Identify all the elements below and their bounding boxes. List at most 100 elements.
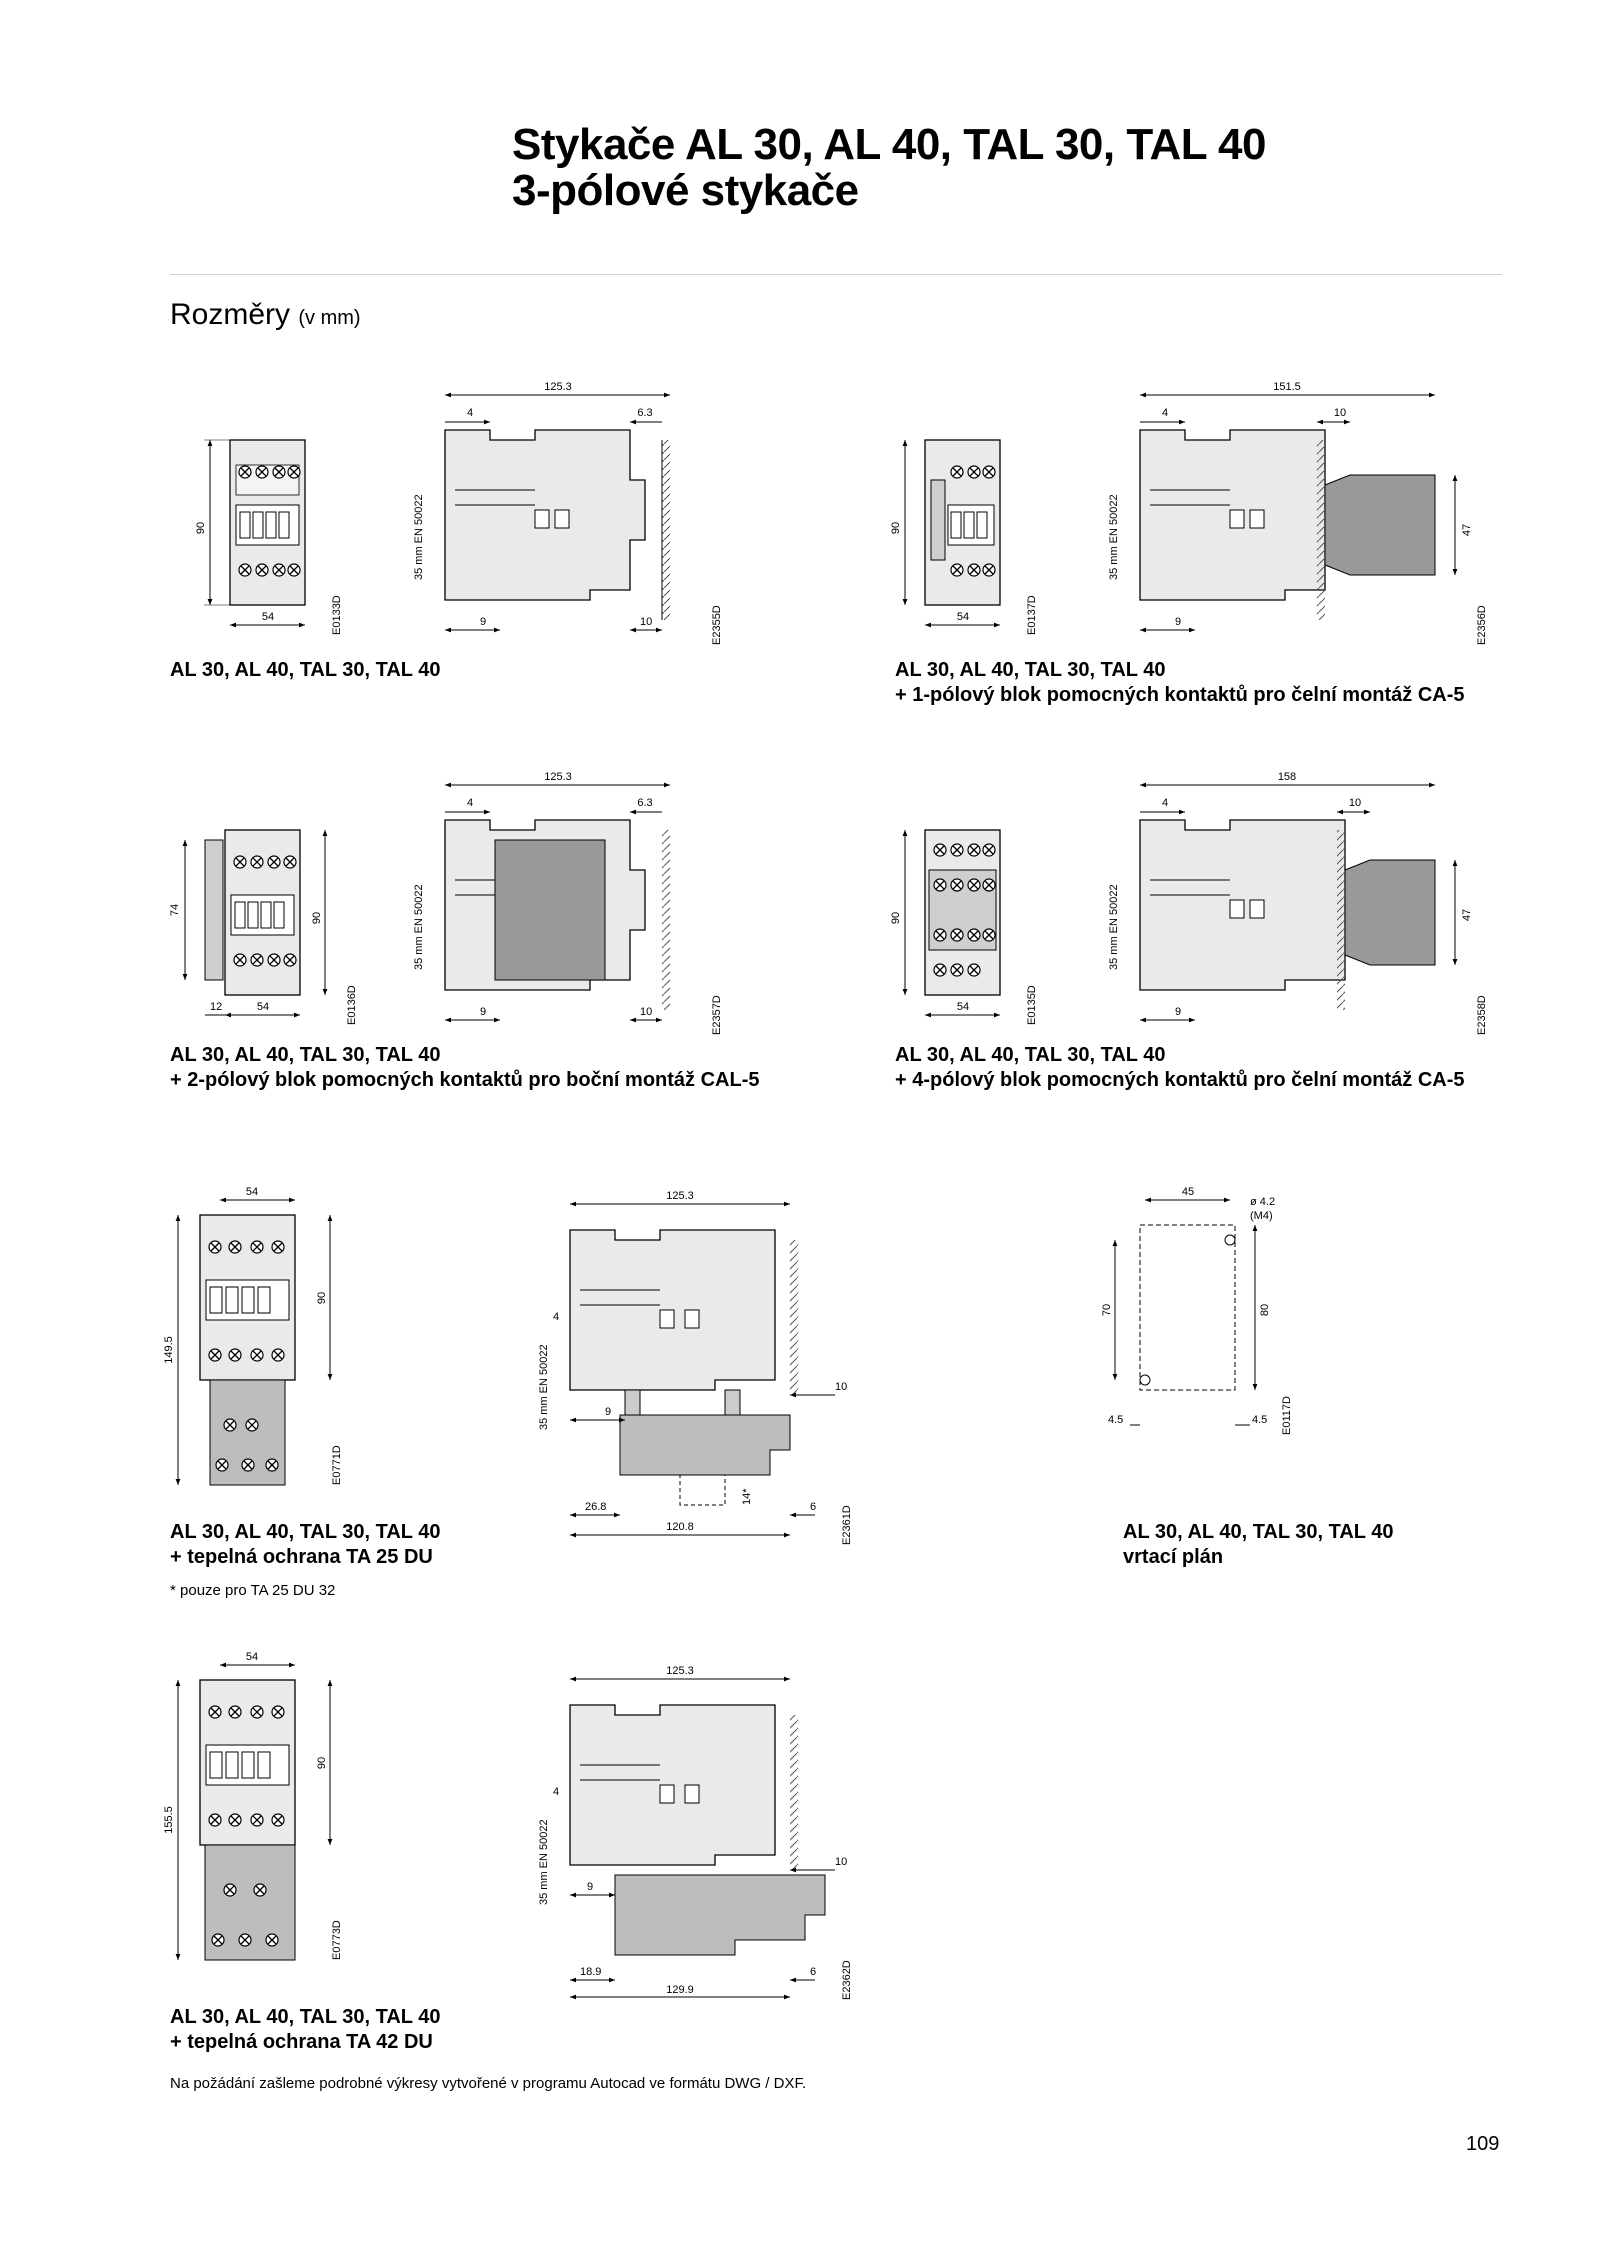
fig2-caption-line-1: AL 30, AL 40, TAL 30, TAL 40 <box>895 659 1166 681</box>
fig5-side-b: 14* <box>741 1488 753 1505</box>
fig1-side-d4: 10 <box>640 616 652 628</box>
fig7-side-code: E2362D <box>841 1960 853 2000</box>
fig3-caption: AL 30, AL 40, TAL 30, TAL 40 + 2-pólový … <box>170 1043 830 1093</box>
fig2-front-height: 90 <box>890 522 902 534</box>
fig4-side-rail: 35 mm EN 50022 <box>1108 884 1120 970</box>
fig3-front-width: 54 <box>257 1001 269 1013</box>
fig6-drilling-plan: 45 ø 4.2 (M4) 70 80 4.5 4.5 E0117D <box>1101 1186 1293 1435</box>
fig6-plan-thread: (M4) <box>1250 1210 1273 1222</box>
page-title: Stykače AL 30, AL 40, TAL 30, TAL 40 3-p… <box>512 122 1266 214</box>
fig6-plan-m1: 4.5 <box>1108 1414 1123 1426</box>
fig4-front-code: E0135D <box>1026 985 1038 1025</box>
fig4-side-d2: 10 <box>1349 797 1361 809</box>
fig3-front-view: 74 90 12 54 E0136D <box>169 829 358 1025</box>
fig7-side-a: 18.9 <box>580 1966 601 1978</box>
fig6-caption-line-1: AL 30, AL 40, TAL 30, TAL 40 <box>1123 1521 1394 1543</box>
fig2-side-rail: 35 mm EN 50022 <box>1108 494 1120 580</box>
fig4-side-d1: 4 <box>1162 797 1168 809</box>
footnote: Na požádání zašleme podrobné výkresy vyt… <box>170 2075 807 2092</box>
fig2-front-view: 90 54 E0137D <box>890 439 1038 635</box>
title-line-2: 3-pólové stykače <box>512 166 859 215</box>
fig2-caption: AL 30, AL 40, TAL 30, TAL 40 + 1-pólový … <box>895 658 1535 708</box>
fig5-front-code: E0771D <box>331 1445 343 1485</box>
fig7-side-c: 6 <box>810 1966 816 1978</box>
fig6-plan-code: E0117D <box>1281 1396 1293 1435</box>
fig5-side-c: 6 <box>810 1501 816 1513</box>
fig4-caption: AL 30, AL 40, TAL 30, TAL 40 + 4-pólový … <box>895 1043 1535 1093</box>
fig7-caption-line-1: AL 30, AL 40, TAL 30, TAL 40 <box>170 2006 441 2028</box>
fig3-side-d3: 9 <box>480 1006 486 1018</box>
fig2-side-d3: 9 <box>1175 616 1181 628</box>
fig6-plan-h1: 70 <box>1101 1304 1113 1316</box>
fig5-side-code: E2361D <box>841 1505 853 1545</box>
fig6-plan-m2: 4.5 <box>1252 1414 1267 1426</box>
fig5-front-view: 54 149.5 90 E0771D <box>163 1186 343 1486</box>
section-title: Rozměry <box>170 298 291 331</box>
fig3-front-height: 90 <box>311 912 323 924</box>
section-heading: Rozměry (v mm) <box>170 298 361 332</box>
fig1-front-view: 90 54 E0133D <box>195 439 343 635</box>
fig3-side-d4: 10 <box>640 1006 652 1018</box>
fig2-side-code: E2356D <box>1476 605 1488 645</box>
fig5-side-d3: 9 <box>605 1406 611 1418</box>
fig4-side-d4: 47 <box>1461 909 1473 921</box>
fig7-side-d3: 9 <box>587 1881 593 1893</box>
fig1-side-length: 125.3 <box>544 381 572 393</box>
fig1-side-d2: 6.3 <box>637 407 652 419</box>
fig4-caption-line-1: AL 30, AL 40, TAL 30, TAL 40 <box>895 1044 1166 1066</box>
fig7-side-rail: 35 mm EN 50022 <box>538 1819 550 1905</box>
fig5-side-d1: 4 <box>553 1311 559 1323</box>
fig6-plan-h2: 80 <box>1259 1304 1271 1316</box>
fig1-front-height: 90 <box>195 522 207 534</box>
fig1-front-code: E0133D <box>331 595 343 635</box>
fig1-side-code: E2355D <box>711 605 723 645</box>
fig7-side-total: 129.9 <box>666 1984 694 1996</box>
fig3-front-width2: 12 <box>210 1001 222 1013</box>
fig1-side-view: 125.3 4 6.3 9 10 35 mm EN 50022 E2355D <box>413 381 723 645</box>
fig5-caption-line-2: + tepelná ochrana TA 25 DU <box>170 1546 433 1568</box>
fig4-front-view: 90 54 E0135D <box>890 829 1038 1025</box>
fig7-front-width: 54 <box>246 1651 258 1663</box>
fig7-front-total: 155.5 <box>163 1806 175 1834</box>
fig6-caption: AL 30, AL 40, TAL 30, TAL 40 vrtací plán <box>1123 1520 1423 1570</box>
fig2-side-view: 151.5 4 10 9 47 35 mm EN 50022 E2356D <box>1108 381 1488 645</box>
fig3-caption-line-2: + 2-pólový blok pomocných kontaktů pro b… <box>170 1069 760 1091</box>
fig5-front-height: 90 <box>316 1292 328 1304</box>
fig5-side-length: 125.3 <box>666 1190 694 1202</box>
fig5-side-a: 26.8 <box>585 1501 606 1513</box>
fig7-caption-line-2: + tepelná ochrana TA 42 DU <box>170 2031 433 2053</box>
fig3-side-d2: 6.3 <box>637 797 652 809</box>
fig6-plan-hole: ø 4.2 <box>1250 1196 1275 1208</box>
fig2-caption-line-2: + 1-pólový blok pomocných kontaktů pro č… <box>895 684 1465 706</box>
fig3-front-height2: 74 <box>169 904 181 916</box>
fig4-side-code: E2358D <box>1476 995 1488 1035</box>
fig2-side-d4: 47 <box>1461 524 1473 536</box>
fig2-side-d1: 4 <box>1162 407 1168 419</box>
title-line-1: Stykače AL 30, AL 40, TAL 30, TAL 40 <box>512 120 1266 169</box>
fig7-side-d4: 10 <box>835 1856 847 1868</box>
fig1-front-width: 54 <box>262 611 274 623</box>
fig5-front-total: 149.5 <box>163 1336 175 1364</box>
fig7-side-d1: 4 <box>553 1786 559 1798</box>
fig7-front-code: E0773D <box>331 1920 343 1960</box>
fig4-front-height: 90 <box>890 912 902 924</box>
fig3-caption-line-1: AL 30, AL 40, TAL 30, TAL 40 <box>170 1044 441 1066</box>
fig7-caption: AL 30, AL 40, TAL 30, TAL 40 + tepelná o… <box>170 2005 670 2055</box>
section-unit: (v mm) <box>298 307 361 329</box>
fig1-caption-line-1: AL 30, AL 40, TAL 30, TAL 40 <box>170 659 441 681</box>
page-number: 109 <box>1466 2133 1500 2155</box>
fig4-side-view: 158 4 10 9 47 35 mm EN 50022 E2358D <box>1108 771 1488 1035</box>
fig6-caption-line-2: vrtací plán <box>1123 1546 1224 1568</box>
fig3-side-view: 125.3 4 6.3 9 10 35 mm EN 50022 E2357D <box>413 771 723 1035</box>
fig7-front-height: 90 <box>316 1757 328 1769</box>
fig1-side-d1: 4 <box>467 407 473 419</box>
fig4-front-width: 54 <box>957 1001 969 1013</box>
fig2-front-code: E0137D <box>1026 595 1038 635</box>
fig1-side-rail: 35 mm EN 50022 <box>413 494 425 580</box>
fig5-side-total: 120.8 <box>666 1521 694 1533</box>
fig2-side-d2: 10 <box>1334 407 1346 419</box>
fig5-side-d4: 10 <box>835 1381 847 1393</box>
fig2-side-length: 151.5 <box>1273 381 1301 393</box>
fig3-front-code: E0136D <box>346 985 358 1025</box>
fig4-side-d3: 9 <box>1175 1006 1181 1018</box>
